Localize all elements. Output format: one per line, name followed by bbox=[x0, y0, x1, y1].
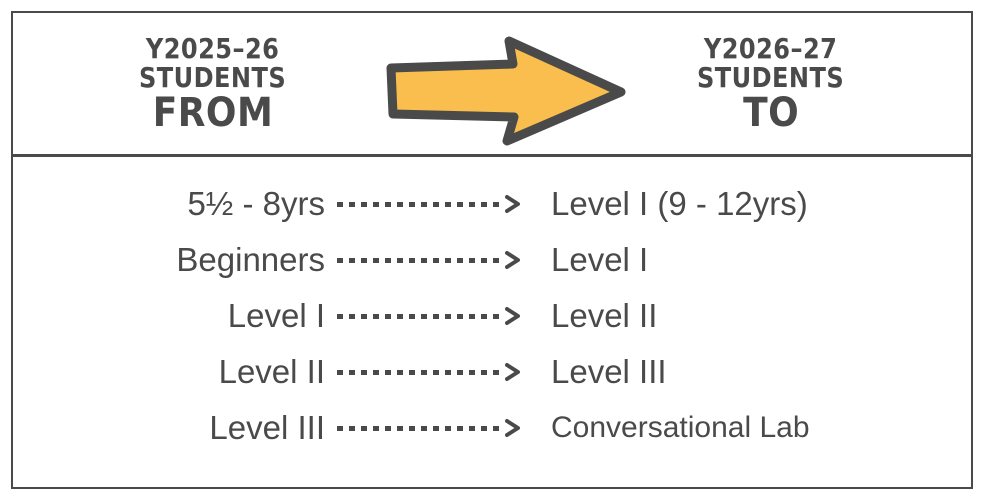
header-to-label: TO bbox=[742, 90, 800, 137]
connector-arrowhead bbox=[505, 251, 520, 269]
header-to-students: STUDENTS bbox=[697, 60, 845, 94]
connector-arrowhead bbox=[505, 307, 520, 325]
from-level: Beginners bbox=[176, 241, 325, 278]
row-connector bbox=[325, 306, 533, 326]
from-level: Level I bbox=[227, 297, 325, 334]
mapping-row: Level II Level III bbox=[13, 344, 971, 400]
row-connector bbox=[325, 418, 533, 438]
connector-dots bbox=[337, 425, 504, 431]
to-level: Level III bbox=[551, 353, 667, 390]
dotted-arrow-icon bbox=[337, 250, 521, 270]
mapping-row: 5½ - 8yrs Level I (9 - 12yrs) bbox=[13, 176, 971, 232]
dotted-arrow-icon bbox=[337, 418, 521, 438]
connector-dots bbox=[337, 201, 504, 207]
mapping-row: Level I Level II bbox=[13, 288, 971, 344]
header-from-year: Y2025–26 bbox=[146, 32, 280, 66]
header-band: Y2025–26 STUDENTS FROM Y2026–27 STUDENTS… bbox=[13, 13, 971, 157]
from-level: Level II bbox=[218, 353, 325, 390]
from-level: Level III bbox=[209, 409, 325, 446]
connector-arrowhead bbox=[505, 363, 520, 381]
connector-dots bbox=[337, 257, 504, 263]
connector-arrowhead bbox=[505, 195, 520, 213]
row-connector bbox=[325, 194, 533, 214]
chart-frame: Y2025–26 STUDENTS FROM Y2026–27 STUDENTS… bbox=[11, 11, 973, 489]
to-level: Level I bbox=[551, 241, 649, 278]
header-to-column: Y2026–27 STUDENTS TO bbox=[591, 13, 951, 157]
dotted-arrow-icon bbox=[337, 362, 521, 382]
dotted-arrow-icon bbox=[337, 194, 521, 214]
right-arrow-icon bbox=[381, 35, 631, 147]
to-level: Conversational Lab bbox=[551, 411, 810, 444]
from-level: 5½ - 8yrs bbox=[187, 185, 325, 222]
header-from-column: Y2025–26 STUDENTS FROM bbox=[33, 13, 393, 157]
connector-arrowhead bbox=[505, 419, 520, 437]
mapping-row: Level III Conversational Lab bbox=[13, 400, 971, 456]
mapping-rows: 5½ - 8yrs Level I (9 - 12yrs) Beginners bbox=[13, 160, 971, 488]
header-from-students: STUDENTS bbox=[139, 60, 287, 94]
dotted-arrow-icon bbox=[337, 306, 521, 326]
header-to-year: Y2026–27 bbox=[704, 32, 838, 66]
connector-dots bbox=[337, 369, 504, 375]
header-from-label: FROM bbox=[152, 90, 274, 137]
row-connector bbox=[325, 250, 533, 270]
row-connector bbox=[325, 362, 533, 382]
to-level: Level II bbox=[551, 297, 658, 334]
mapping-row: Beginners Level I bbox=[13, 232, 971, 288]
to-level: Level I (9 - 12yrs) bbox=[551, 185, 808, 222]
connector-dots bbox=[337, 313, 504, 319]
